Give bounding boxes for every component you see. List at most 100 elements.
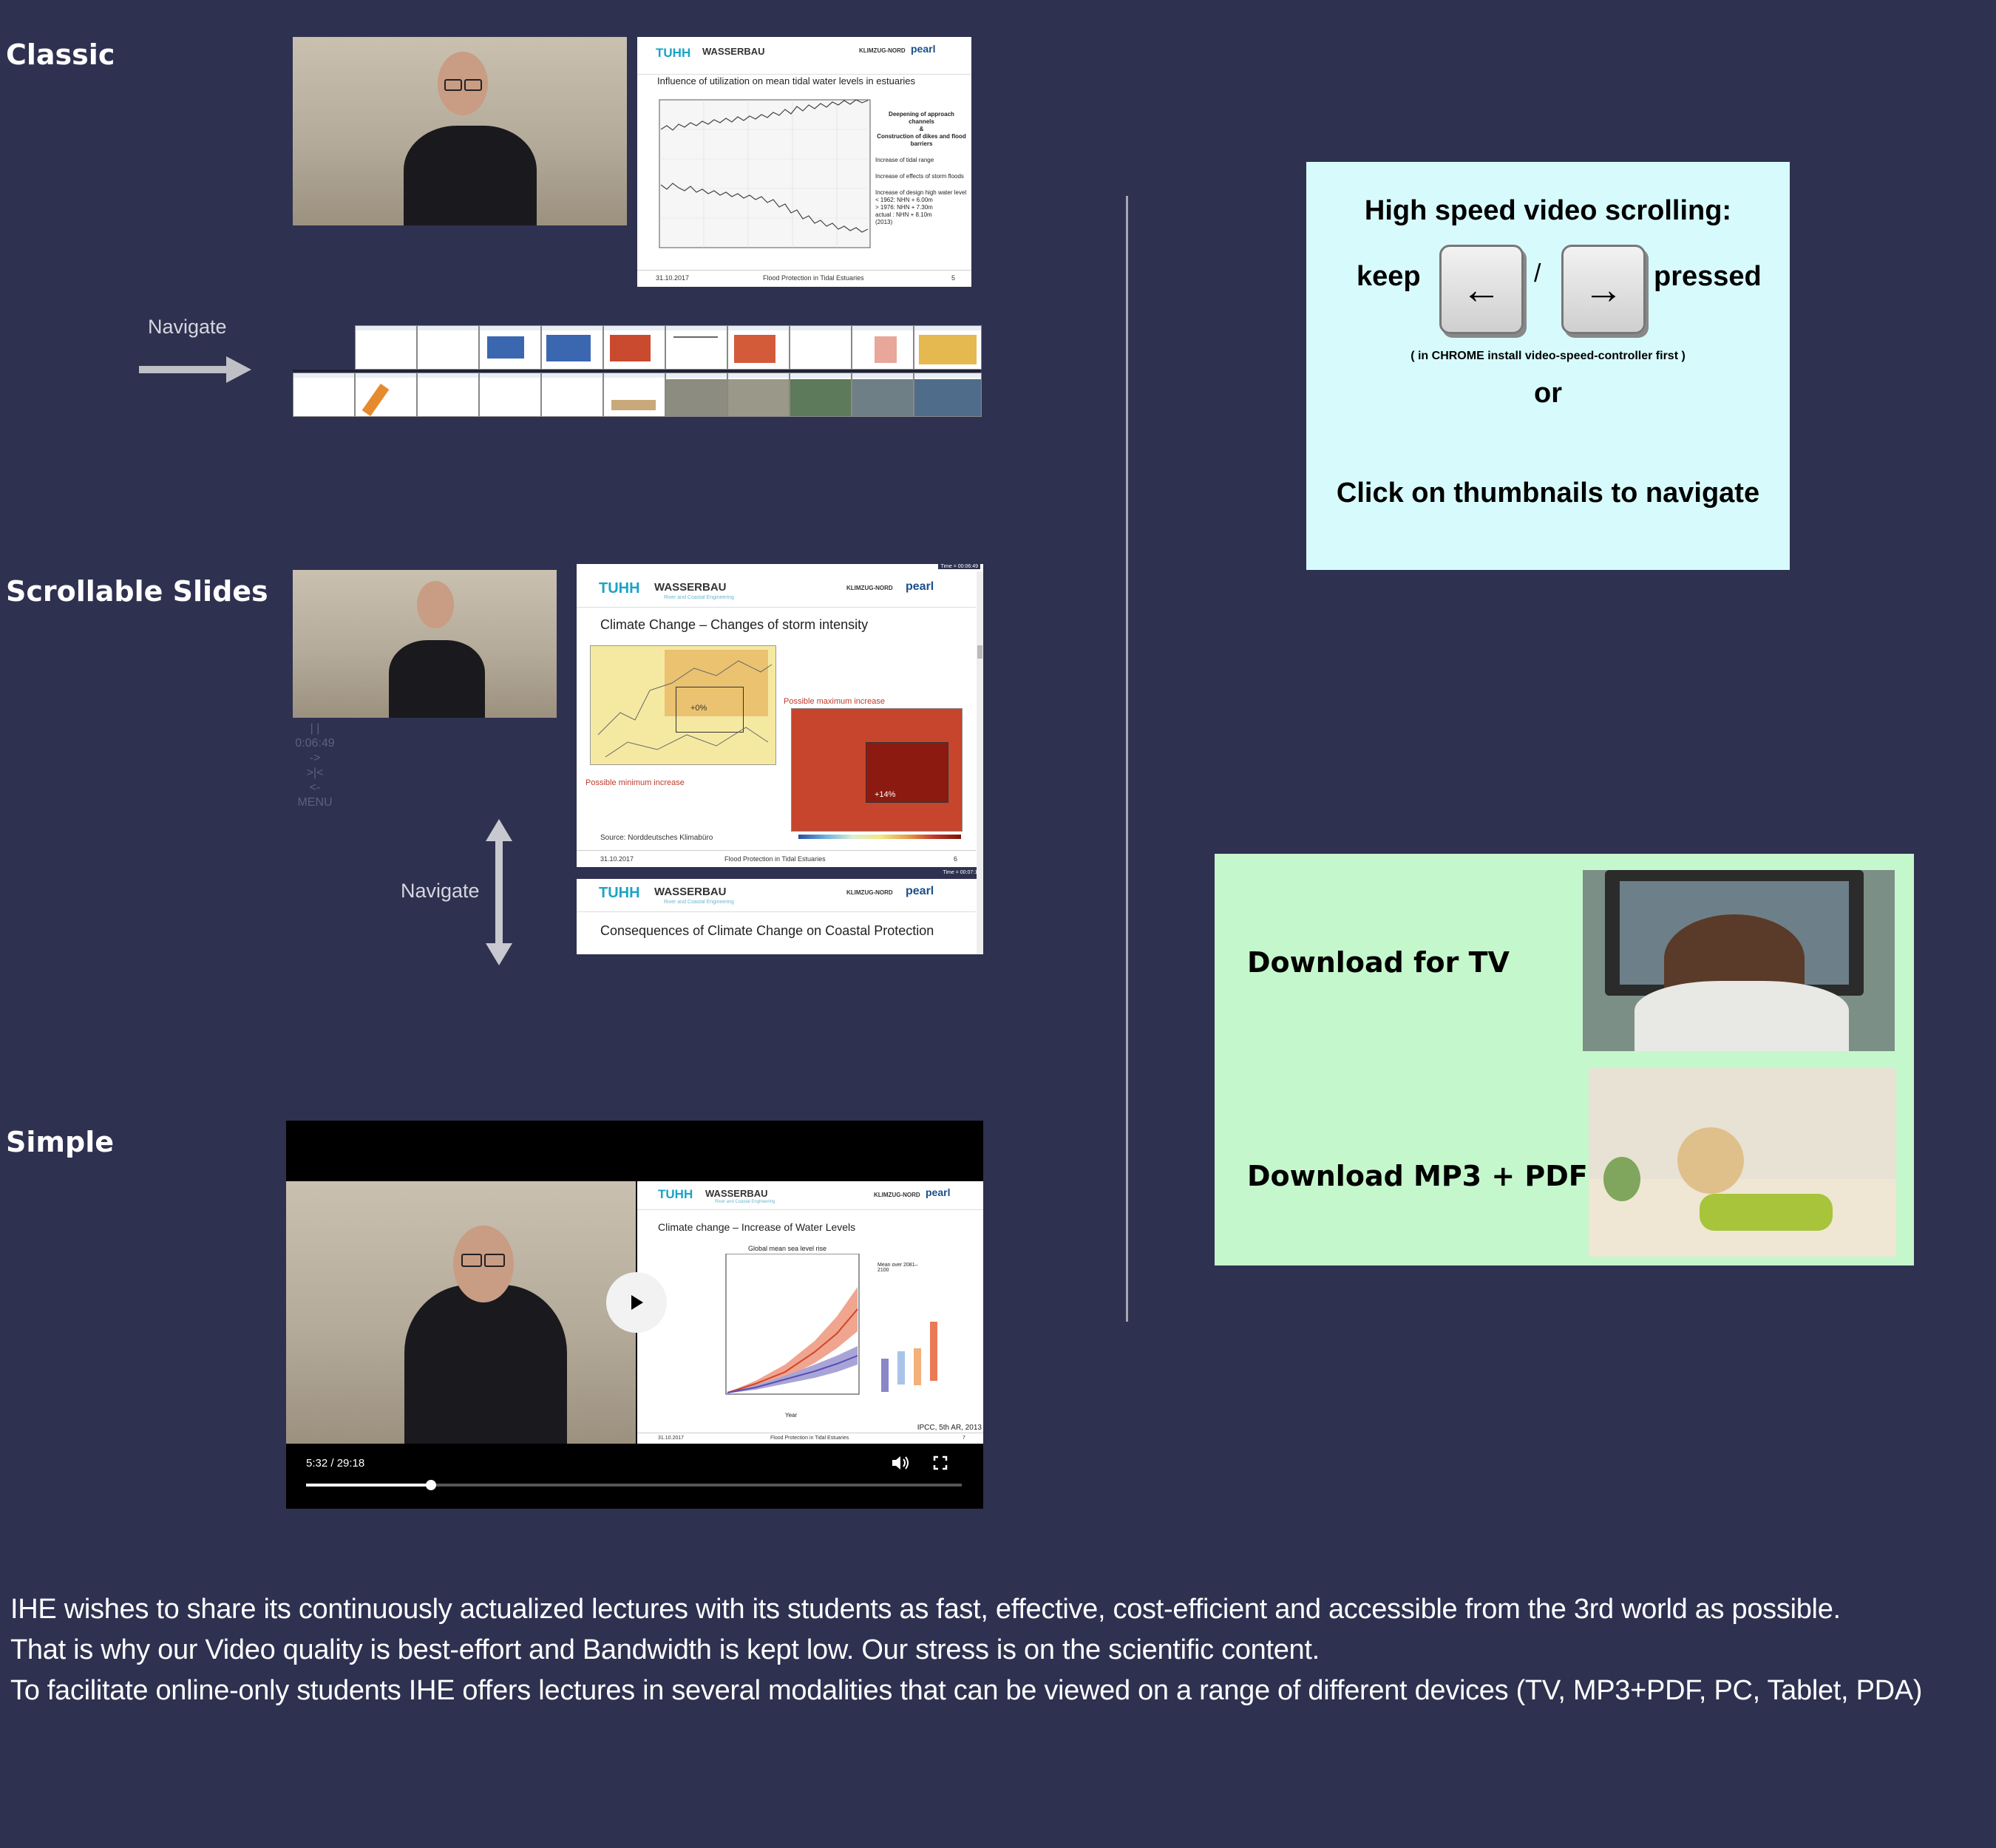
scroll-slide-2[interactable]: TUHH WASSERBAU River and Coastal Enginee… xyxy=(577,879,976,954)
slide-thumbnail[interactable] xyxy=(727,373,790,417)
slide-thumbnail[interactable] xyxy=(541,373,603,417)
slide-subtitle: River and Coastal Engineering xyxy=(715,1200,775,1204)
klimzug-logo: KLIMZUG-NORD xyxy=(874,1192,920,1198)
right-arrow-key-icon: → xyxy=(1561,245,1646,334)
pause-control[interactable]: | | xyxy=(310,722,320,735)
arrow-updown-icon xyxy=(486,819,512,965)
slide-thumbnail[interactable] xyxy=(852,325,914,370)
slide-thumbnail[interactable] xyxy=(790,325,852,370)
low-water-line xyxy=(660,183,869,233)
slide-thumbnail[interactable] xyxy=(914,325,982,370)
lecturer-head xyxy=(438,52,488,115)
scrollable-slide-list[interactable]: Time = 00:06:49 TUHH WASSERBAU River and… xyxy=(577,564,983,954)
slide-thumbnail[interactable] xyxy=(665,373,727,417)
klimzug-logo: KLIMZUG-NORD xyxy=(859,47,906,54)
chart-title: Global mean sea level rise xyxy=(748,1245,827,1252)
slide-thumbnail[interactable] xyxy=(417,373,479,417)
slide-thumbnail[interactable] xyxy=(665,325,727,370)
intro-text: IHE wishes to share its continuously act… xyxy=(10,1589,1922,1711)
slide-footer: 31.10.2017 Flood Protection in Tidal Est… xyxy=(577,850,976,867)
slide-header: TUHH WASSERBAU KLIMZUG-NORD pearl xyxy=(637,37,971,75)
slide-thumbnail[interactable] xyxy=(355,325,417,370)
glasses xyxy=(461,1254,482,1267)
play-button[interactable] xyxy=(606,1272,667,1333)
slide-footer: 31.10.2017 Flood Protection in Tidal Est… xyxy=(637,270,971,287)
download-panel: Download for TV Download MP3 + PDF xyxy=(1215,854,1914,1266)
left-arrow-key-icon: ← xyxy=(1439,245,1524,334)
scrollbar[interactable] xyxy=(977,571,983,954)
simple-video-player[interactable]: TUHH WASSERBAU River and Coastal Enginee… xyxy=(286,1121,983,1509)
slide-thumbnail[interactable] xyxy=(852,373,914,417)
slide-thumbnail[interactable] xyxy=(417,325,479,370)
tv-viewer-image xyxy=(1583,870,1895,1051)
wasserbau-logo: WASSERBAU xyxy=(654,581,727,594)
navigate-label: Navigate xyxy=(148,316,227,338)
slash-label: / xyxy=(1534,259,1541,288)
play-icon xyxy=(631,1295,643,1310)
or-label: or xyxy=(1534,378,1562,409)
slide-thumbnail[interactable] xyxy=(603,373,665,417)
scrollbar-thumb[interactable] xyxy=(977,645,982,659)
slide-thumbnail[interactable] xyxy=(603,325,665,370)
wasserbau-logo: WASSERBAU xyxy=(654,886,727,898)
tuhh-logo: TUHH xyxy=(656,46,691,60)
slide-thumbnail[interactable] xyxy=(479,373,541,417)
slide-title: Climate change – Increase of Water Level… xyxy=(658,1221,856,1233)
download-tv-link[interactable]: Download for TV xyxy=(1247,946,1510,979)
scrollable-video[interactable] xyxy=(293,570,557,718)
water-level-chart xyxy=(659,99,871,248)
player-controls[interactable]: | | 0:06:49 -> >|< <- MENU xyxy=(293,721,337,810)
classic-slide[interactable]: TUHH WASSERBAU KLIMZUG-NORD pearl Influe… xyxy=(637,37,971,287)
climate-map-right: +14% xyxy=(791,708,963,832)
back-control[interactable]: <- xyxy=(309,781,321,794)
slide-source: Source: Norddeutsches Klimabüro xyxy=(600,834,713,842)
pearl-logo: pearl xyxy=(906,580,934,593)
download-mp3-pdf-link[interactable]: Download MP3 + PDF xyxy=(1247,1160,1588,1192)
arrow-right-icon xyxy=(139,356,251,383)
rcp-bar xyxy=(897,1351,905,1385)
slide-thumbnail[interactable] xyxy=(727,325,790,370)
rcp-bar xyxy=(881,1359,889,1392)
rcp-bar xyxy=(930,1322,937,1381)
fullscreen-icon[interactable] xyxy=(933,1455,948,1470)
pearl-logo: pearl xyxy=(906,885,934,897)
slide-source: IPCC, 5th AR, 2013 xyxy=(917,1424,982,1432)
slide-thumbnail[interactable] xyxy=(293,373,355,417)
slide-thumbnail[interactable] xyxy=(479,325,541,370)
lecturer-head xyxy=(417,581,454,628)
slide-subtitle: River and Coastal Engineering xyxy=(664,900,734,905)
scroll-slide-1[interactable]: TUHH WASSERBAU River and Coastal Enginee… xyxy=(577,571,976,867)
simple-video-slide: TUHH WASSERBAU River and Coastal Enginee… xyxy=(637,1181,983,1444)
progress-track[interactable] xyxy=(306,1480,962,1490)
section-title-scrollable: Scrollable Slides xyxy=(6,575,268,608)
wasserbau-logo: WASSERBAU xyxy=(705,1188,768,1199)
lecturer-figure xyxy=(404,126,537,225)
progress-handle[interactable] xyxy=(425,1480,436,1490)
slide-thumbnail[interactable] xyxy=(541,325,603,370)
slide-title: Influence of utilization on mean tidal w… xyxy=(657,75,916,86)
forward-control[interactable]: -> xyxy=(309,752,321,764)
keep-label: keep xyxy=(1357,261,1421,292)
listener-image xyxy=(1589,1068,1896,1257)
tuhh-logo: TUHH xyxy=(599,580,640,597)
glasses xyxy=(484,1254,505,1267)
high-water-line xyxy=(660,99,869,131)
glasses xyxy=(444,79,462,91)
slide-time-label: Time = 00:07:13 xyxy=(943,870,980,875)
lecturer-figure xyxy=(404,1285,567,1444)
slide-thumbnail[interactable] xyxy=(293,325,355,370)
slide-time-label: Time = 00:06:49 xyxy=(938,564,980,569)
klimzug-logo: KLIMZUG-NORD xyxy=(846,889,893,896)
speed-scrolling-panel: High speed video scrolling: keep ← / → p… xyxy=(1306,162,1790,570)
thumbnail-strip[interactable] xyxy=(293,325,982,417)
volume-icon[interactable] xyxy=(891,1455,910,1471)
slide-thumbnail[interactable] xyxy=(355,373,417,417)
tuhh-logo: TUHH xyxy=(599,885,640,901)
menu-control[interactable]: MENU xyxy=(297,796,333,809)
slide-thumbnail[interactable] xyxy=(790,373,852,417)
classic-video[interactable] xyxy=(293,37,627,225)
sync-control[interactable]: >|< xyxy=(306,767,324,779)
wasserbau-logo: WASSERBAU xyxy=(702,46,765,57)
slide-thumbnail[interactable] xyxy=(914,373,982,417)
label-min: Possible minimum increase xyxy=(585,778,685,787)
